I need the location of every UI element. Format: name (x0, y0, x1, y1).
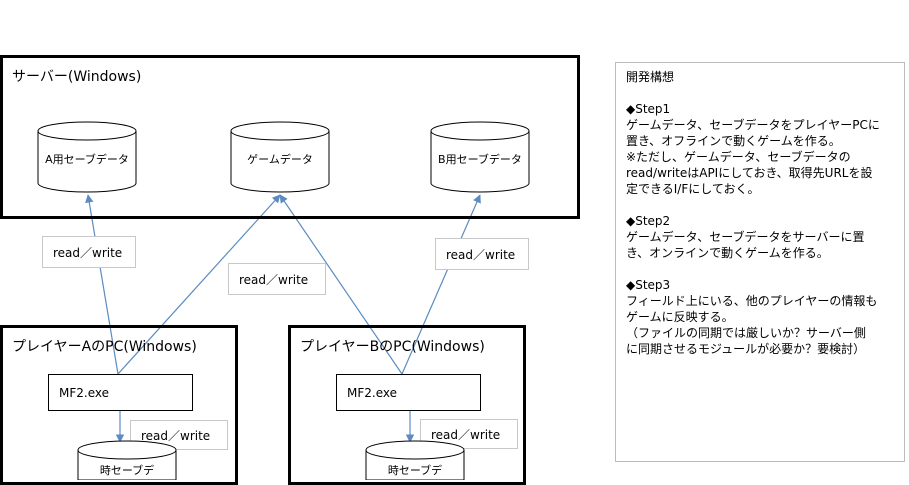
db-game-data: ゲームデータ (230, 121, 330, 193)
notes-heading: 開発構想 (626, 70, 675, 84)
notes-line: read/writeはAPIにしておき、取得先URLを設 (626, 166, 873, 180)
arrow-b-save (401, 194, 481, 375)
notes-step3-heading: ◆Step3 (626, 278, 671, 292)
notes-line (626, 197, 904, 213)
player-a-exe: MF2.exe (48, 374, 193, 411)
arrow-a-gamedata (117, 194, 281, 375)
cylinder-icon (230, 121, 330, 193)
arrow-b-gamedata (279, 194, 403, 375)
server-title: サーバー(Windows) (12, 69, 142, 85)
rw-label-a-save: read／write (42, 236, 136, 268)
db-a-save-label: A用セーブデータ (45, 153, 129, 166)
notes-line: き、オンラインで動くゲームを作る。 (626, 246, 829, 260)
db-b-local-label: 時セーブデ (387, 464, 443, 477)
db-a-save: A用セーブデータ (37, 121, 137, 193)
cylinder-icon (37, 121, 137, 193)
notes-panel: 開発構想 ◆Step1 ゲームデータ、セーブデータをプレイヤーPCに 置き、オフ… (615, 62, 905, 462)
notes-line: フィールド上にいる、他のプレイヤーの情報も (626, 294, 878, 308)
notes-line: 定できるI/Fにしておく。 (626, 182, 760, 196)
rw-label-game-data: read／write (228, 263, 326, 295)
notes-line: ゲームデータ、セーブデータをサーバーに置 (626, 230, 865, 244)
player-b-title: プレイヤーBのPC(Windows) (300, 339, 485, 355)
notes-step2-heading: ◆Step2 (626, 214, 671, 228)
notes-line (626, 85, 904, 101)
db-a-local: 時セーブデ (77, 440, 177, 481)
player-a-title: プレイヤーAのPC(Windows) (12, 339, 197, 355)
notes-line: ゲームに反映する。 (626, 310, 734, 324)
connector-layer (85, 194, 481, 443)
rw-label-b-save: read／write (435, 238, 529, 270)
notes-line (626, 261, 904, 277)
cylinder-icon (430, 121, 530, 193)
db-b-local: 時セーブデ (365, 440, 465, 481)
notes-line: に同期させるモジュールが必要か？要検討） (626, 342, 866, 356)
notes-step1-heading: ◆Step1 (626, 102, 671, 116)
rw-label-a-local: read／write (130, 420, 228, 450)
notes-line: 置き、オフラインで動くゲームを作る。 (626, 134, 841, 148)
server-box: サーバー(Windows) (0, 55, 580, 219)
notes-line: ※ただし、ゲームデータ、セーブデータの (626, 150, 851, 164)
arrow-a-save (85, 194, 119, 375)
db-game-data-label: ゲームデータ (247, 153, 313, 166)
notes-line: （ファイルの同期では厳しいか？サーバー側 (626, 326, 866, 340)
db-b-save-label: B用セーブデータ (438, 153, 522, 166)
db-a-local-label: 時セーブデ (99, 464, 155, 477)
notes-line: ゲームデータ、セーブデータをプレイヤーPCに (626, 118, 880, 132)
player-b-exe: MF2.exe (336, 374, 481, 411)
db-b-save: B用セーブデータ (430, 121, 530, 193)
